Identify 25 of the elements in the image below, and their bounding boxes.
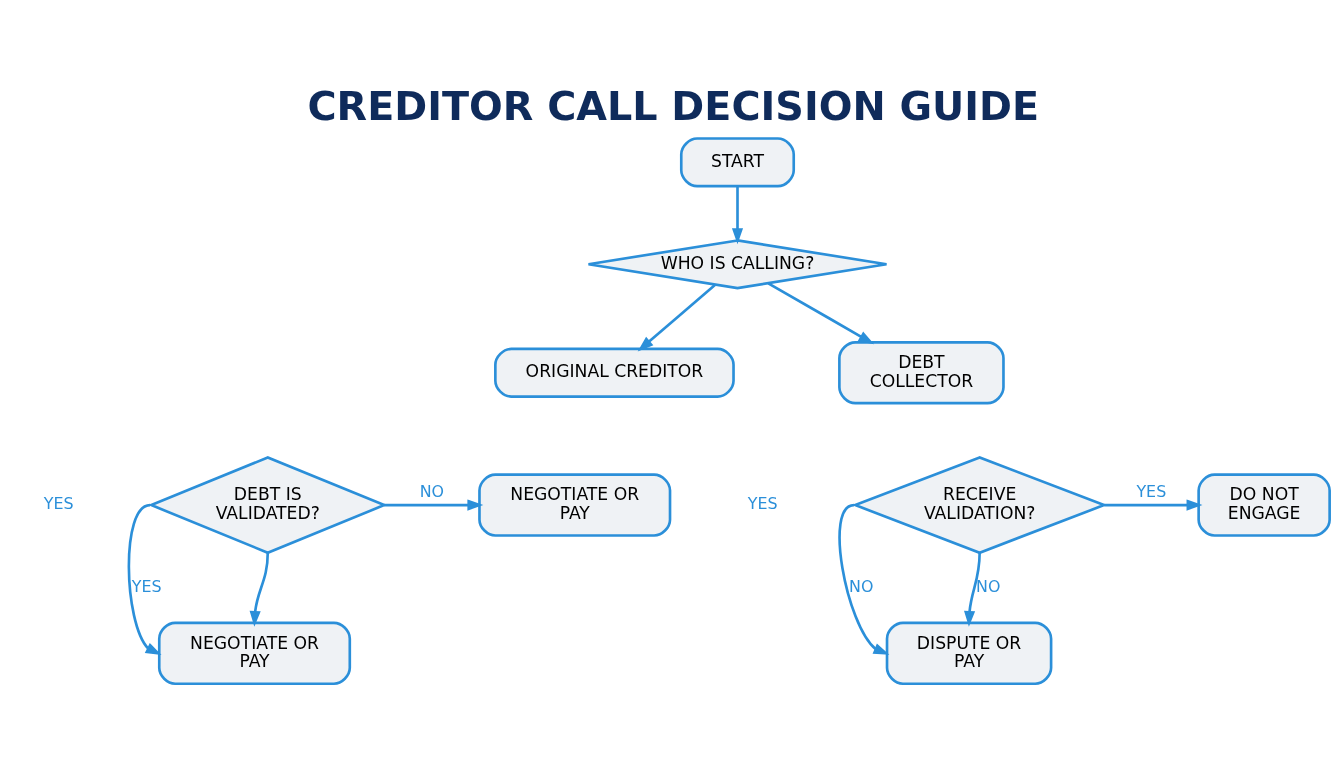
node-box: NEGOTIATE OR PAY [157, 621, 352, 686]
diagram-title: CREDITOR CALL DECISION GUIDE [307, 83, 1040, 130]
edge-label: NO [976, 576, 1001, 596]
edge-label: YES [1136, 481, 1167, 501]
label: YES [747, 494, 778, 514]
edge-label: YES [131, 576, 162, 596]
arrow [637, 283, 716, 352]
node-box: NEGOTIATE OR PAY [478, 473, 672, 537]
node-diamond: WHO IS CALLING? [587, 239, 888, 290]
edge-label: NO [419, 481, 445, 501]
arrow [384, 499, 484, 511]
arrow [127, 503, 162, 656]
arrow [838, 503, 890, 655]
arrow [767, 282, 875, 345]
node-box: DEBT COLLECTOR [838, 341, 1005, 405]
arrow [964, 552, 981, 627]
label: YES [43, 494, 74, 514]
arrow [1104, 499, 1203, 511]
arrow [249, 552, 270, 627]
edge-label: NO [849, 576, 874, 596]
node-box: START [679, 137, 796, 188]
node-box: DISPUTE OR PAY [885, 621, 1053, 686]
arrow [731, 186, 744, 245]
node-box: DO NOT ENGAGE [1197, 473, 1331, 537]
node-box: ORIGINAL CREDITOR [494, 347, 735, 398]
